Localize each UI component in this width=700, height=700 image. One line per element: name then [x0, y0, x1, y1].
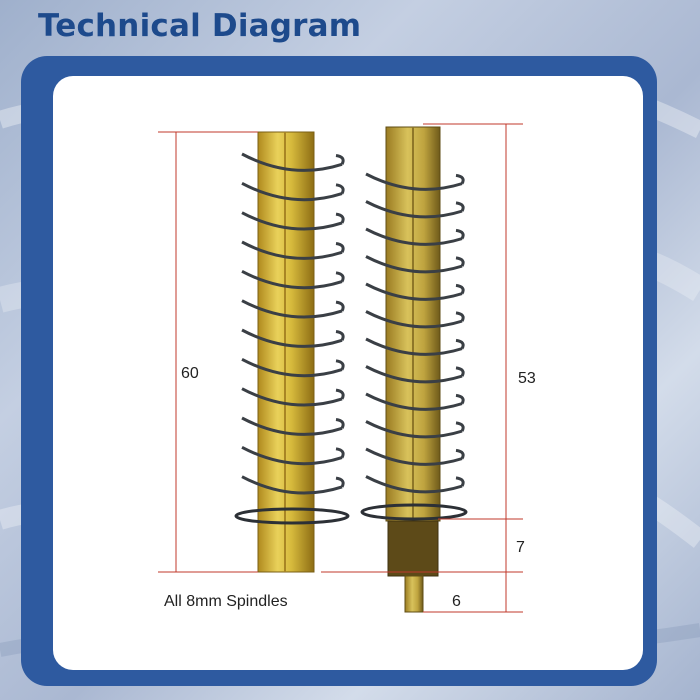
spindle-diagram: 60 53 7 6 All 8mm Spindles	[158, 123, 536, 613]
spring-coil-edge	[455, 256, 465, 267]
spring-coil	[365, 227, 463, 246]
spring-coil-edge	[455, 311, 465, 322]
spring-coil-edge	[455, 393, 465, 405]
spring-coil-edge	[455, 338, 465, 350]
right-spring	[365, 172, 465, 494]
spring-coil	[241, 328, 343, 348]
left-spring	[241, 152, 345, 495]
spring-coil-edge	[455, 201, 465, 212]
spring-coil-edge	[335, 447, 345, 459]
diagram-caption: All 8mm Spindles	[164, 593, 288, 610]
spring-coil-edge	[455, 476, 465, 487]
spring-coil	[365, 172, 463, 191]
right-spindle	[385, 126, 441, 613]
dimension-lines	[158, 123, 523, 613]
spring-coil-edge	[335, 183, 345, 195]
spring-coil	[241, 387, 343, 407]
spring-coil	[365, 447, 463, 466]
spring-coil	[365, 420, 463, 439]
spring-coil-edge	[455, 173, 465, 185]
spring-coil	[241, 475, 343, 495]
spring-coil	[365, 365, 463, 384]
spring-coil-edge	[335, 359, 345, 371]
spring-coil-edge	[335, 329, 345, 341]
left-spring-base	[234, 507, 350, 525]
spring-coil	[241, 358, 343, 378]
spring-coil	[365, 475, 463, 494]
spring-coil-edge	[455, 228, 465, 240]
diagram-panel: 60 53 7 6 All 8mm Spindles	[53, 76, 643, 670]
spring-coil	[365, 200, 463, 219]
spring-coil-edge	[335, 417, 345, 429]
right-spindle-tip	[404, 575, 424, 613]
spring-coil-edge	[335, 271, 345, 283]
page-title: Technical Diagram	[38, 8, 362, 44]
spring-coil-edge	[335, 476, 345, 488]
spring-coil	[241, 152, 343, 172]
spring-coil	[241, 416, 343, 436]
spring-coil	[241, 446, 343, 466]
spring-coil-edge	[455, 421, 465, 432]
spring-coil	[241, 299, 343, 319]
right-spindle-collar	[387, 520, 439, 577]
spring-coil	[241, 182, 343, 202]
spring-coil	[241, 211, 343, 231]
spring-coil-edge	[455, 283, 465, 295]
right-spring-base	[360, 503, 468, 521]
spring-coil	[365, 282, 463, 301]
spring-coil-edge	[455, 366, 465, 377]
dim-label-7: 7	[516, 539, 525, 556]
spring-coil-edge	[335, 153, 345, 165]
spring-coil-edge	[335, 212, 345, 224]
spring-coil	[241, 240, 343, 260]
spring-coil-edge	[455, 448, 465, 460]
spring-coil	[365, 310, 463, 329]
dim-label-53: 53	[518, 370, 536, 387]
spring-coil	[365, 392, 463, 411]
spring-coil-edge	[335, 388, 345, 400]
spring-coil-edge	[335, 300, 345, 312]
spring-coil	[365, 255, 463, 274]
dim-label-60: 60	[181, 365, 199, 382]
spring-coil	[365, 337, 463, 356]
left-spindle	[257, 131, 315, 573]
dim-label-6: 6	[452, 593, 461, 610]
spring-coil	[241, 270, 343, 290]
spring-coil-edge	[335, 241, 345, 253]
